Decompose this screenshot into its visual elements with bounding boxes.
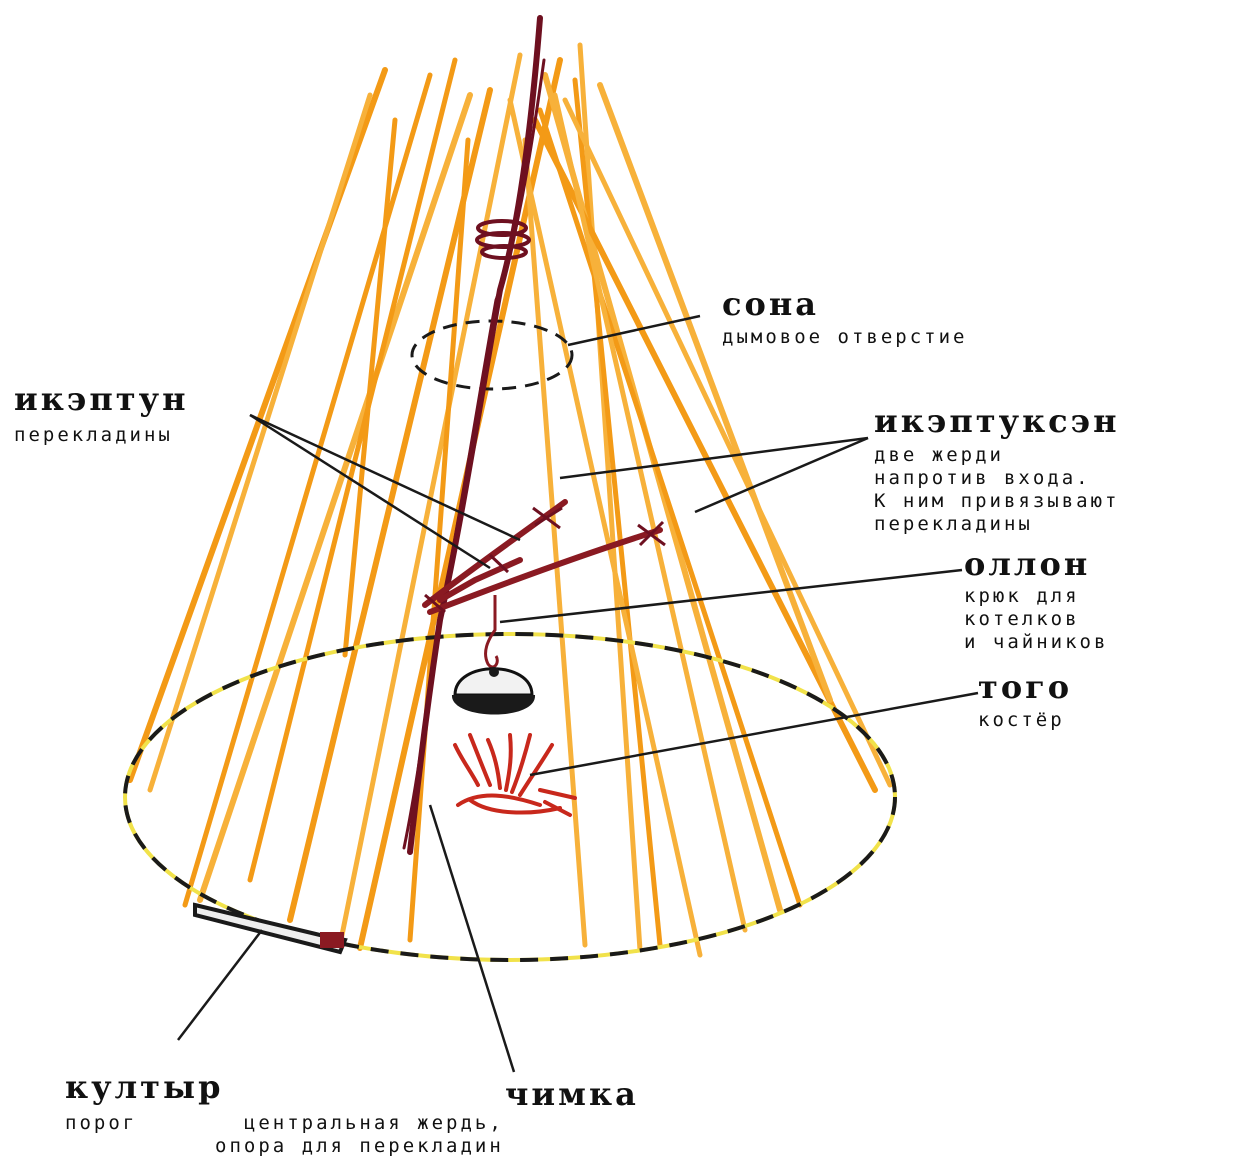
label-ollon-desc: крюк для котелков и чайников [964,585,1108,654]
label-chimka-desc: центральная жердь, опора для перекладин [215,1112,504,1158]
pole-8 [580,45,640,950]
label-kultyr-term: култыр [65,1068,223,1106]
label-chimka-term: чимка [505,1075,639,1113]
pole-15 [345,120,395,655]
label-ikeptun-term: икэптун [14,380,188,418]
label-sona-desc: дымовое отверстие [722,326,967,349]
label-sona-term: сона [722,285,819,323]
label-ikeptun-desc: перекладины [14,424,173,447]
fire-icon [455,735,575,815]
label-kultyr-desc: порог [65,1112,137,1135]
hook [486,595,498,667]
label-ikeptuksen-desc: две жерди напротив входа. К ним привязыв… [874,444,1119,536]
pole-2 [150,95,370,790]
chum-poles [130,45,890,955]
pole-17 [410,140,468,940]
label-ollon-term: оллон [964,545,1090,583]
label-ikeptuksen-term: икэптуксэн [874,402,1120,440]
pole-18 [525,140,585,945]
kettle-icon [452,667,535,715]
label-togo-term: того [978,668,1072,706]
threshold-log [195,905,345,952]
label-togo-desc: костёр [978,709,1065,732]
